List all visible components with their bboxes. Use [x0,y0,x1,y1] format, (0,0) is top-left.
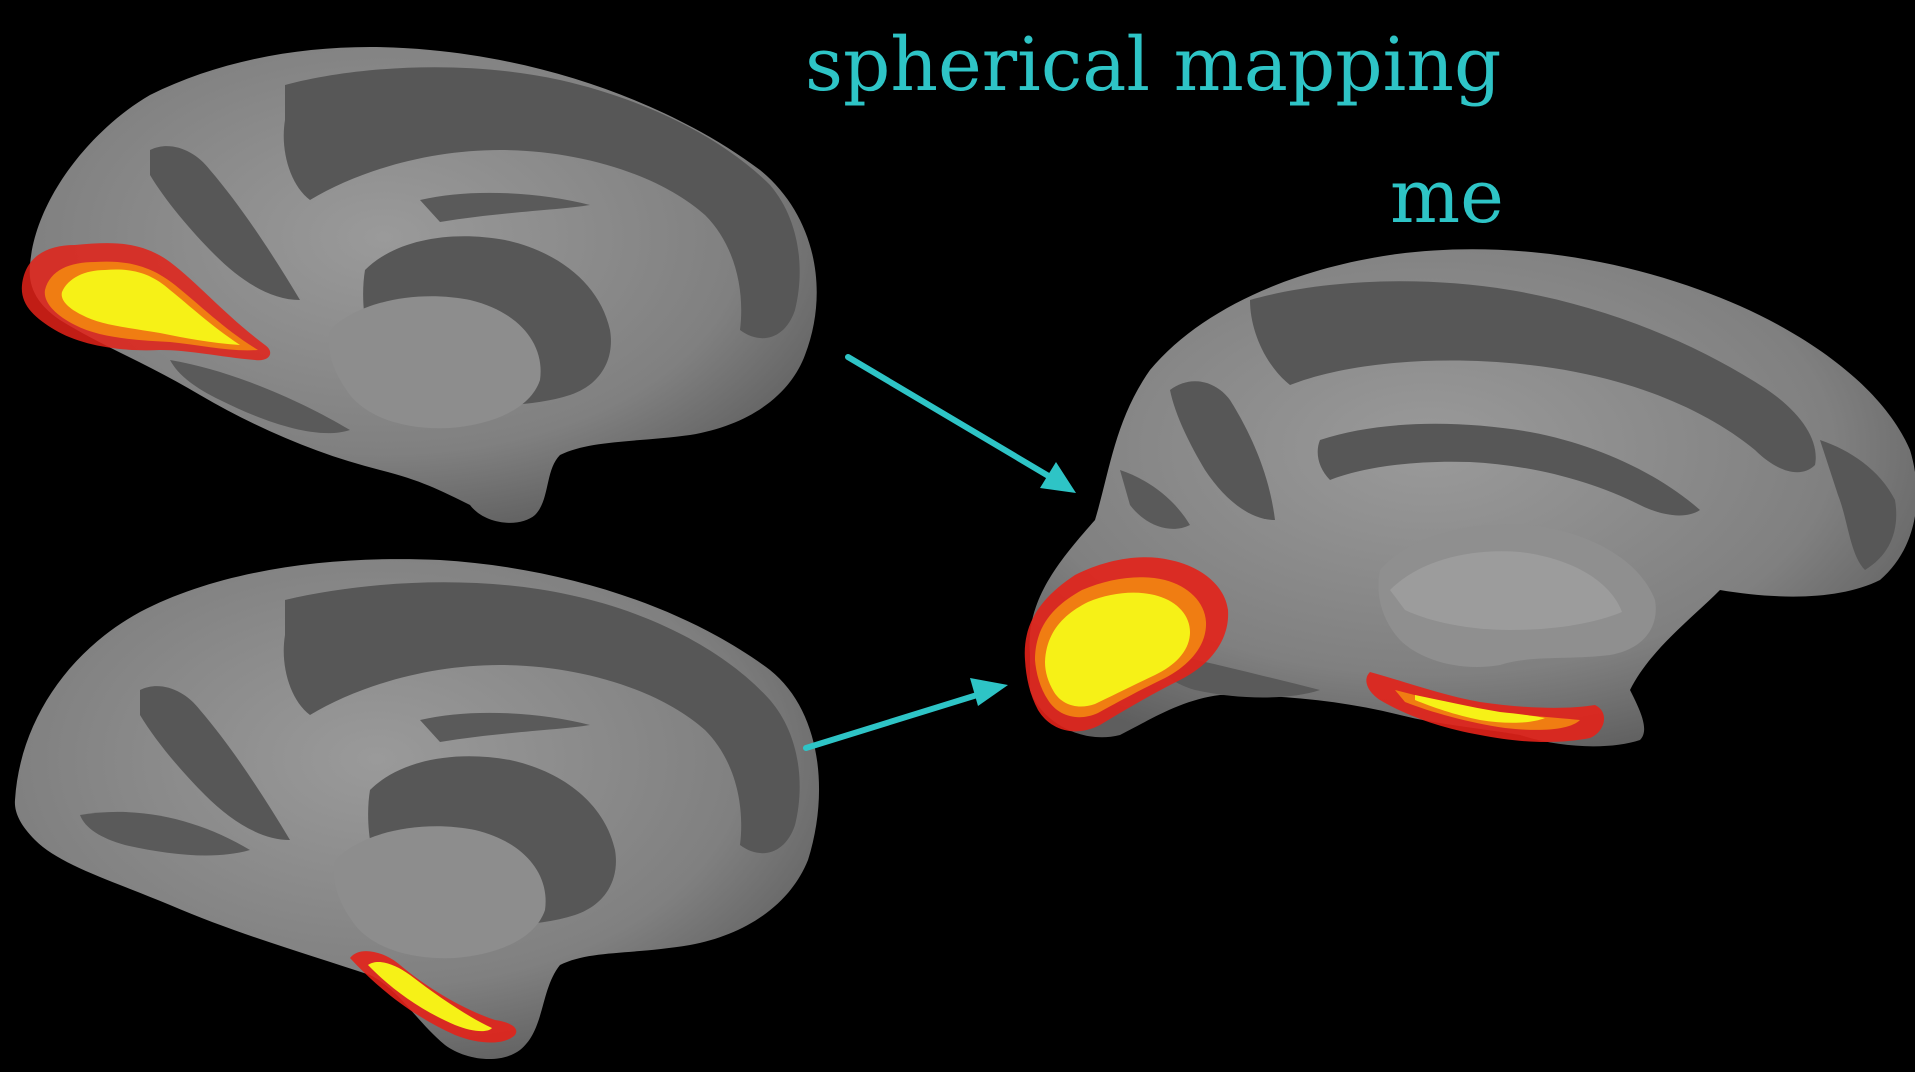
source-brain-top [22,47,817,523]
figure-title: spherical mapping [805,28,1501,102]
target-brain-me [1025,249,1915,746]
arrow-bottom-to-target [806,678,1008,748]
source-brain-bottom [15,559,819,1059]
arrow-top-to-target [848,357,1076,493]
target-label: me [1390,160,1504,234]
